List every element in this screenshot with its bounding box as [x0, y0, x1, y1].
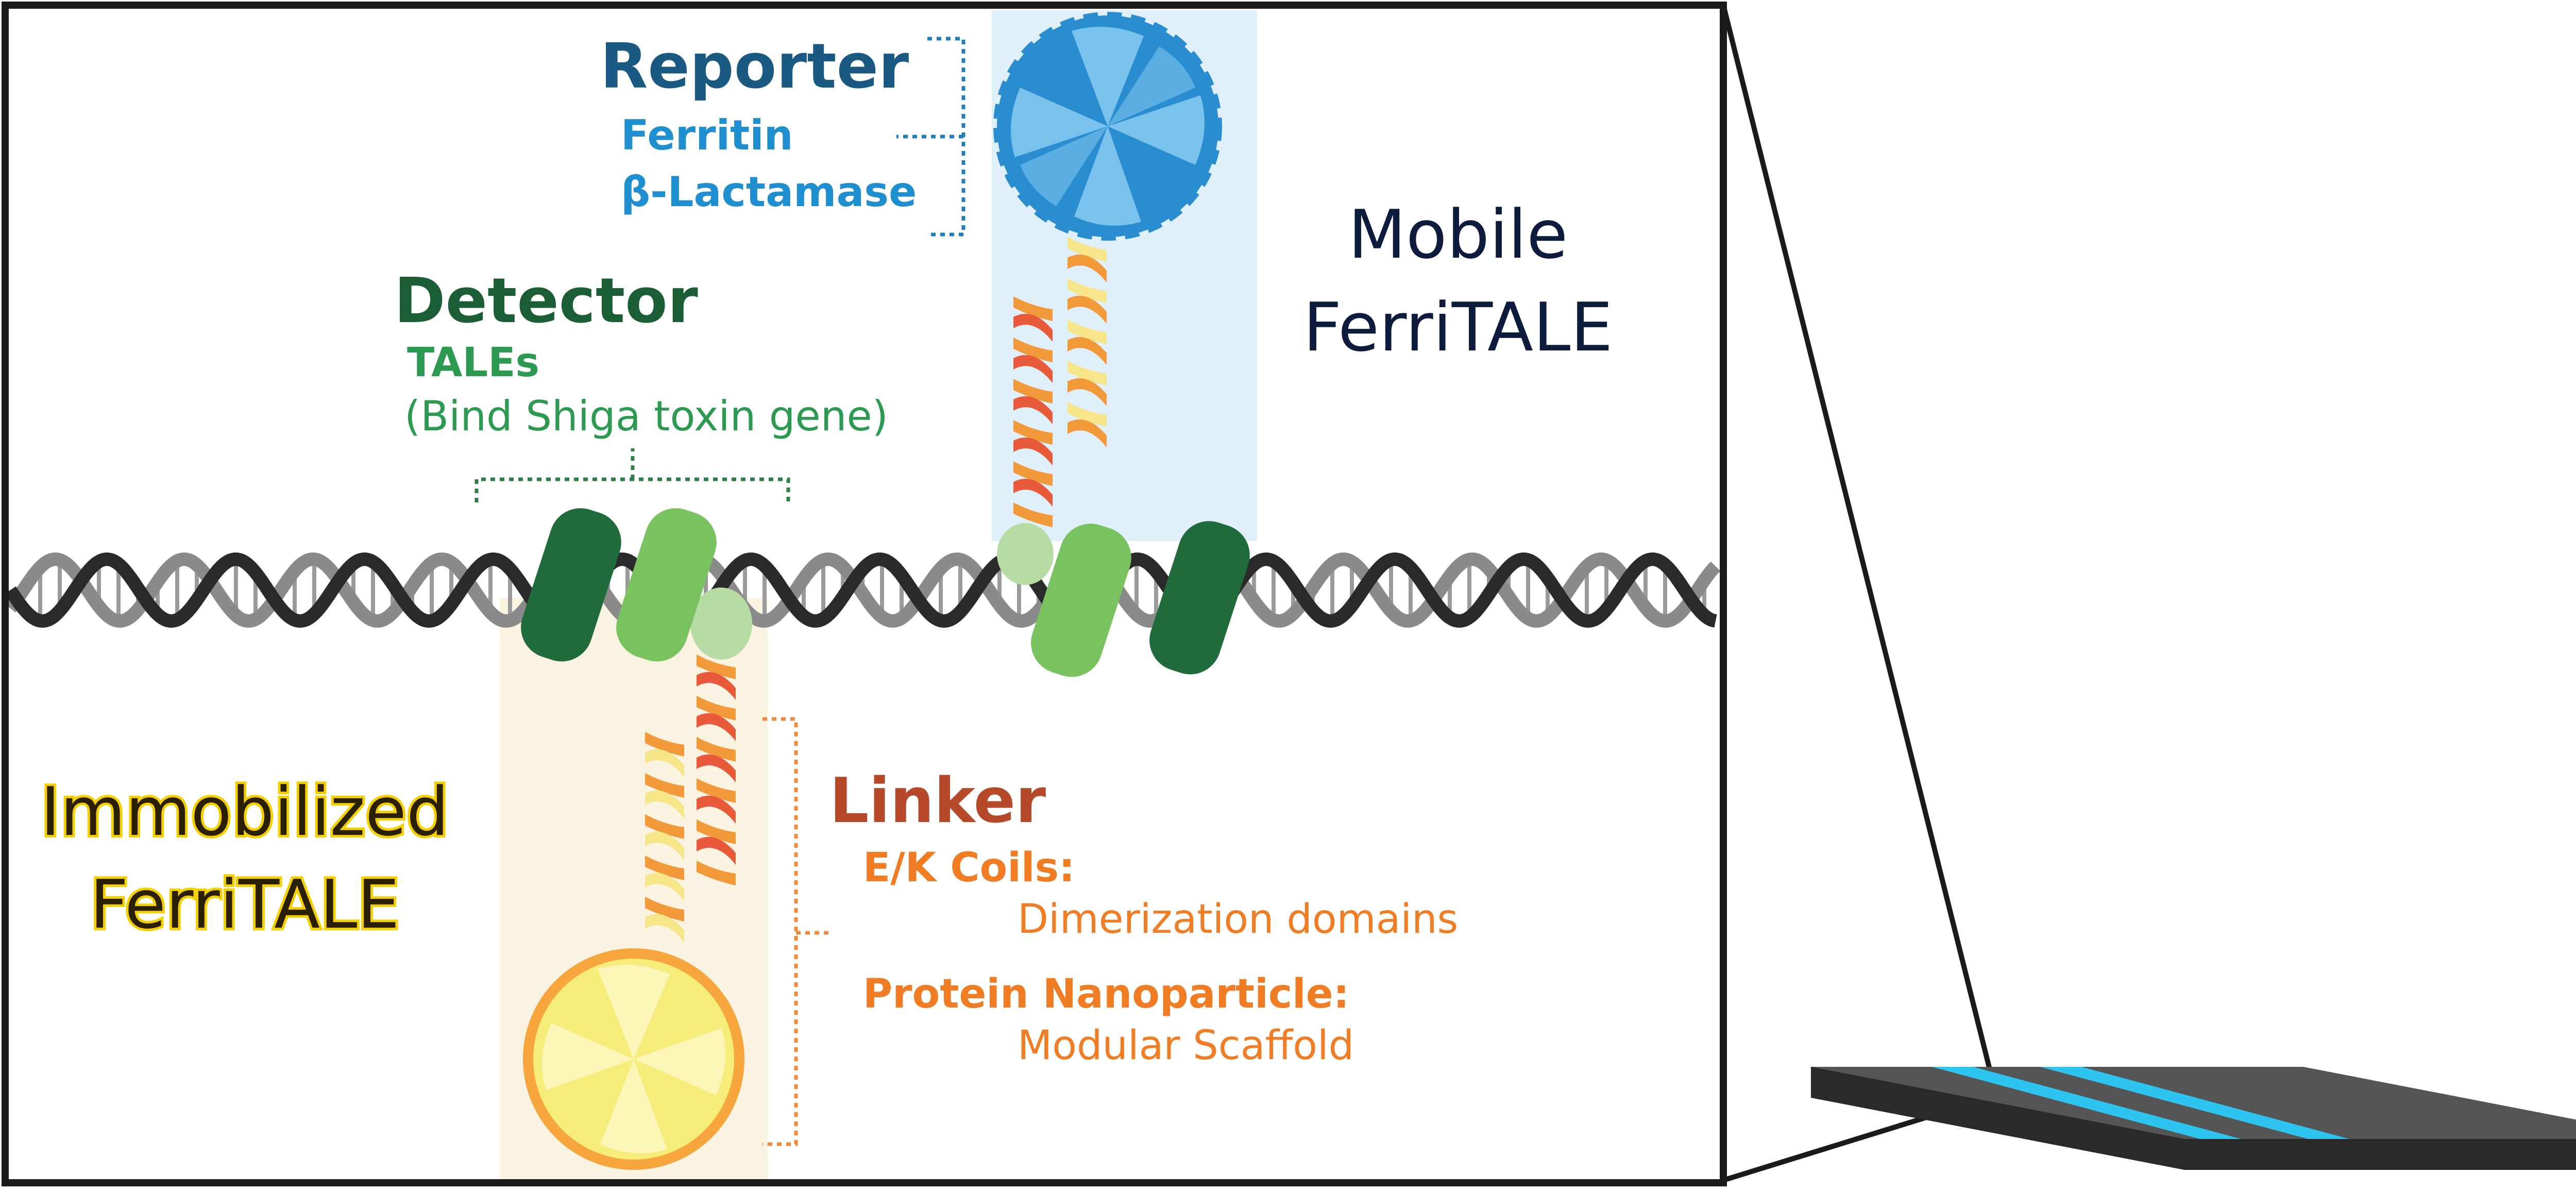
- coil-segment: [645, 831, 684, 860]
- coil-segment: [645, 732, 684, 757]
- coil-segment: [1013, 502, 1053, 527]
- coil-segment: [1013, 338, 1053, 362]
- coil-segment: [1067, 237, 1107, 262]
- linker-coils-name: E/K Coils:: [863, 845, 1075, 891]
- linker-coils-desc: Dimerization domains: [1018, 896, 1458, 943]
- coil-segment: [1067, 320, 1107, 344]
- coil-segment: [1013, 478, 1053, 507]
- coil-segment: [697, 836, 736, 865]
- test-line-stripe: [1932, 1067, 2241, 1139]
- coil-segment: [697, 672, 736, 700]
- control-line-stripe: [2040, 1067, 2349, 1139]
- immobilized-label-line2: FerriTALE: [90, 865, 399, 944]
- reporter-item-lactamase: β-Lactamase: [621, 168, 917, 216]
- reporter-bracket: [896, 37, 965, 237]
- linker-bracket: [762, 717, 829, 1146]
- coil-segment: [1067, 419, 1107, 447]
- ek-coils-immobilized: [645, 655, 736, 942]
- coil-segment: [645, 814, 684, 839]
- reporter-item-ferritin: Ferritin: [621, 111, 793, 159]
- detector-note: (Bind Shiga toxin gene): [404, 392, 888, 440]
- reporter-title: Reporter: [600, 31, 909, 103]
- mobile-label-line1: Mobile: [1348, 195, 1568, 274]
- linker-title: Linker: [829, 765, 1046, 837]
- coil-segment: [645, 897, 684, 921]
- coil-segment: [697, 696, 736, 720]
- linker-nanoparticle-desc: Modular Scaffold: [1018, 1023, 1354, 1069]
- coil-segment: [1013, 461, 1053, 486]
- zoom-lines: [1721, 4, 1992, 1183]
- coil-segment: [1067, 402, 1107, 427]
- coil-segment: [645, 790, 684, 818]
- tale-proteins: [521, 508, 1250, 677]
- coil-segment: [1013, 296, 1053, 321]
- coil-segment: [697, 795, 736, 824]
- coil-segment: [1013, 355, 1053, 383]
- coil-segment: [645, 914, 684, 942]
- coil-segment: [1013, 420, 1053, 445]
- coil-segment: [697, 737, 736, 762]
- immobilized-label-line1: Immobilized: [41, 773, 449, 851]
- coil-segment: [645, 856, 684, 880]
- detector-title: Detector: [394, 265, 698, 337]
- dna-strand: [5, 552, 1717, 628]
- coil-segment: [1067, 254, 1107, 282]
- coil-segment: [645, 873, 684, 901]
- coil-segment: [697, 778, 736, 803]
- dna-helix: [5, 552, 1721, 628]
- coil-segment: [645, 773, 684, 798]
- coil-segment: [697, 754, 736, 782]
- coil-segment: [697, 861, 736, 885]
- coil-segment: [1067, 337, 1107, 365]
- coil-segment: [1067, 295, 1107, 324]
- coil-segment: [645, 749, 684, 777]
- linker-nanoparticle-name: Protein Nanoparticle:: [863, 971, 1349, 1017]
- coil-segment: [1013, 437, 1053, 465]
- ferritin-reporter-icon: [993, 12, 1222, 241]
- coil-segment: [1067, 378, 1107, 406]
- coil-segment: [1013, 396, 1053, 424]
- coil-segment: [1013, 313, 1053, 342]
- ek-coils-mobile: [1013, 237, 1107, 527]
- coil-segment: [697, 713, 736, 741]
- test-strip: [1811, 1067, 2576, 1170]
- zoom-frame: [2, 2, 1727, 1186]
- mobile-label-line2: FerriTALE: [1303, 288, 1613, 366]
- coil-segment: [1013, 379, 1053, 404]
- coil-segment: [697, 655, 736, 679]
- coil-segment: [697, 819, 736, 844]
- ferritin-immobilized-icon: [523, 948, 744, 1170]
- coil-segment: [1067, 361, 1107, 386]
- detector-subtitle: TALEs: [407, 340, 539, 386]
- coil-segment: [1067, 278, 1107, 303]
- detector-bracket: [474, 448, 790, 502]
